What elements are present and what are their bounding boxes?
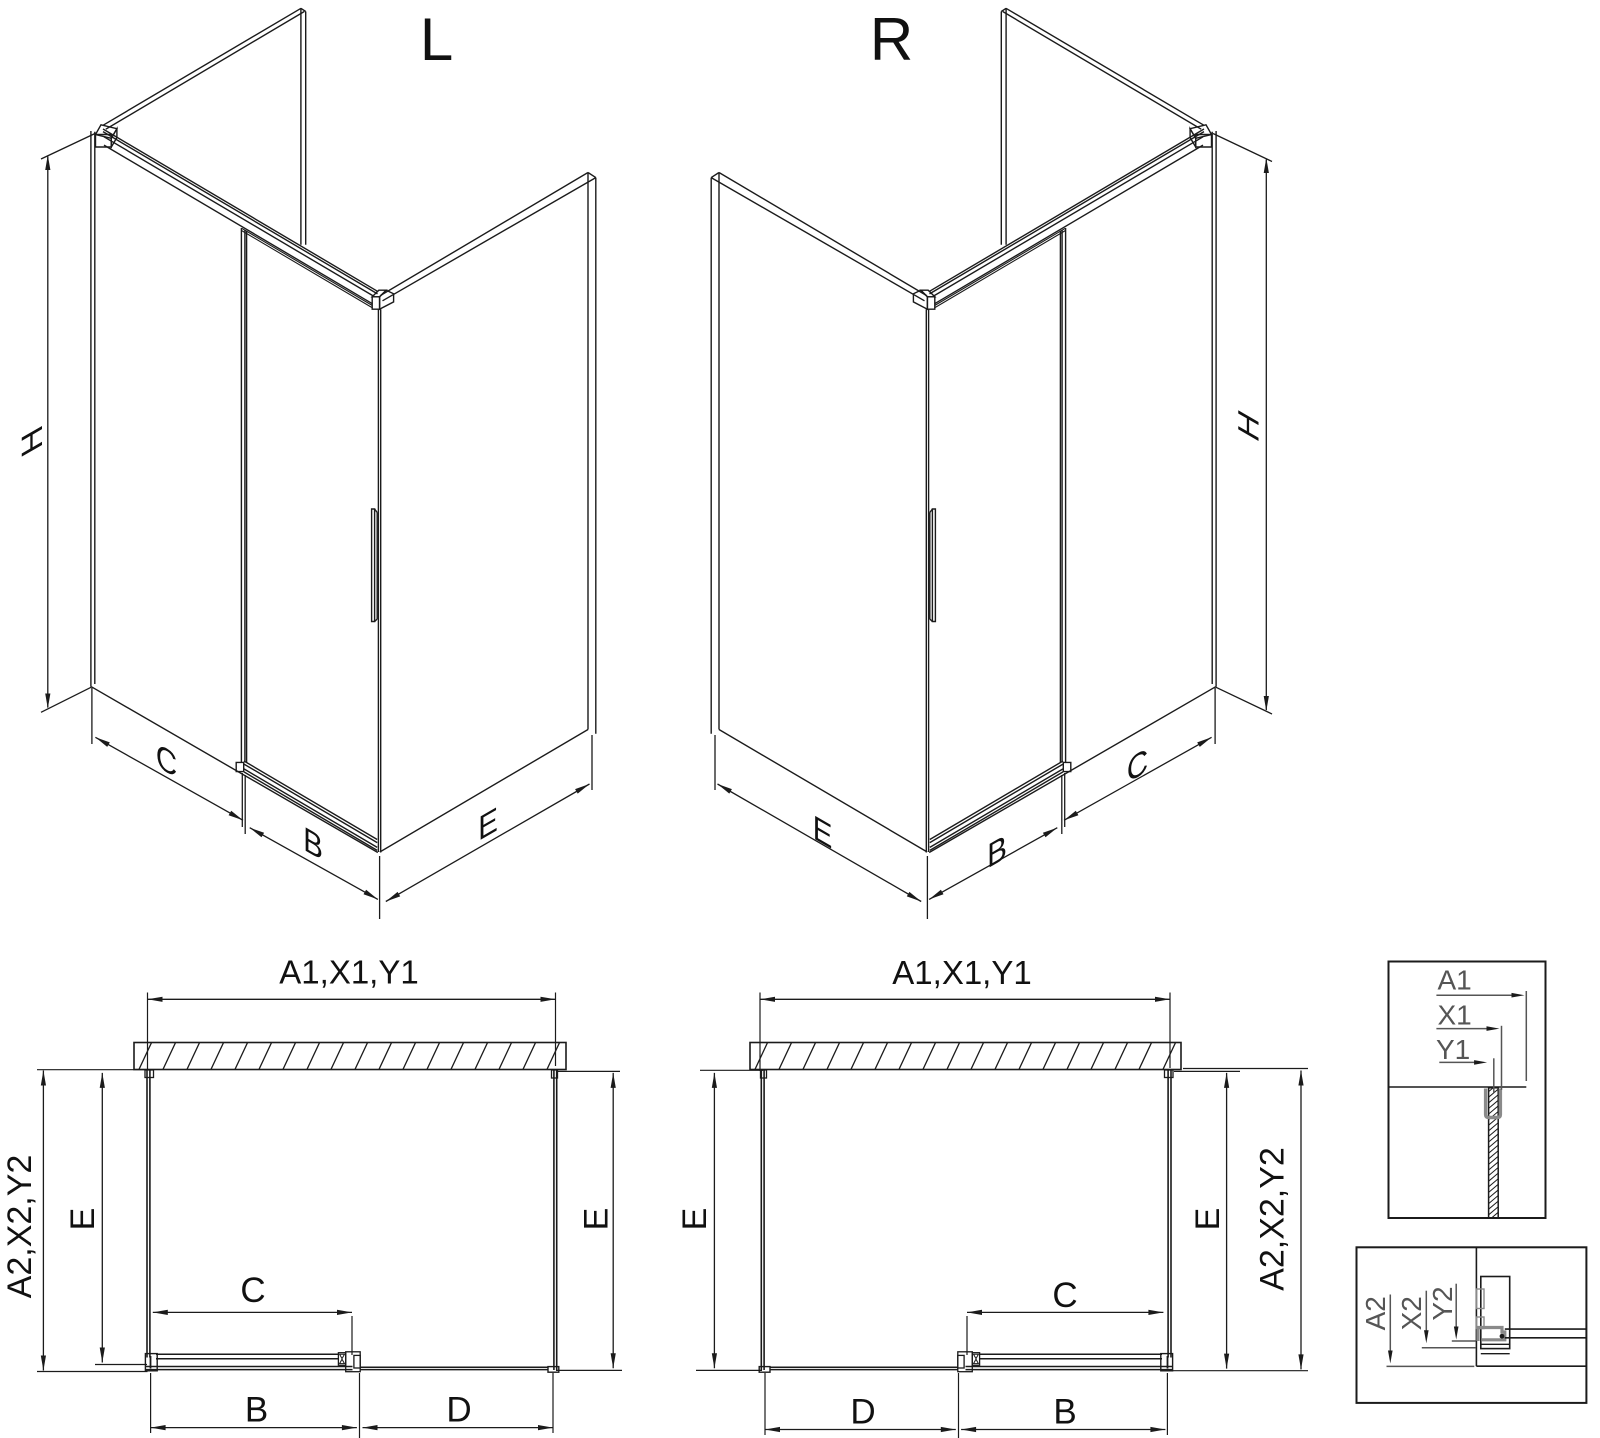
svg-text:E: E (813, 808, 833, 857)
svg-text:A1: A1 (1438, 965, 1472, 996)
svg-text:C: C (1052, 1276, 1077, 1315)
svg-text:C: C (240, 1271, 265, 1310)
svg-text:E: E (64, 1208, 102, 1231)
svg-text:A1,X1,Y1: A1,X1,Y1 (279, 954, 418, 991)
svg-text:C: C (1127, 741, 1148, 791)
svg-text:L: L (420, 6, 453, 73)
svg-text:E: E (478, 800, 498, 849)
svg-text:C: C (156, 736, 177, 786)
svg-text:B: B (987, 827, 1007, 876)
svg-text:X2: X2 (1396, 1296, 1427, 1330)
svg-text:E: E (1189, 1208, 1227, 1231)
svg-text:B: B (245, 1391, 268, 1430)
svg-text:A1,X1,Y1: A1,X1,Y1 (892, 954, 1031, 991)
svg-text:B: B (303, 819, 323, 868)
svg-text:A2: A2 (1360, 1296, 1391, 1330)
svg-text:E: E (578, 1208, 616, 1231)
svg-text:Y1: Y1 (1436, 1034, 1470, 1065)
svg-text:R: R (870, 6, 913, 73)
svg-text:Y2: Y2 (1427, 1286, 1458, 1320)
svg-text:A2,X2,Y2: A2,X2,Y2 (1254, 1147, 1292, 1291)
svg-text:E: E (676, 1208, 714, 1231)
svg-text:D: D (850, 1393, 875, 1432)
svg-text:X1: X1 (1438, 999, 1472, 1030)
svg-text:A2,X2,Y2: A2,X2,Y2 (1, 1155, 39, 1299)
svg-text:B: B (1053, 1393, 1076, 1432)
svg-text:D: D (446, 1391, 471, 1430)
